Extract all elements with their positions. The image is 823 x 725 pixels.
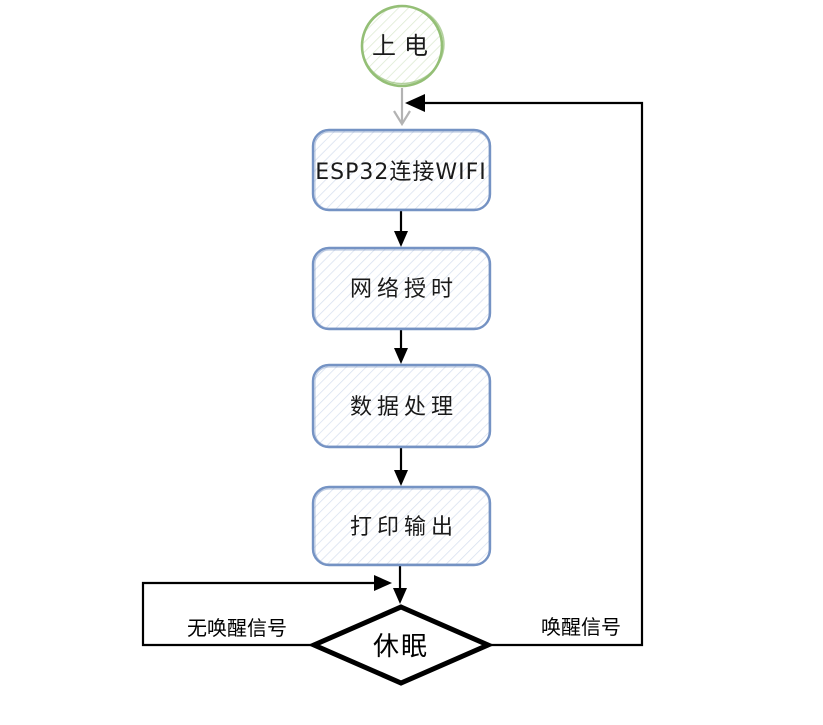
print-output-label: 打印输出: [350, 515, 458, 540]
network-time-label: 网络授时: [350, 277, 458, 302]
node-start: 上电: [360, 4, 445, 88]
node-network-time: 网络授时: [311, 246, 492, 331]
sleep-diamond-shape: [307, 604, 495, 686]
start-circle-sketch-stroke: [361, 5, 445, 85]
data-processing-label: 数据处理: [350, 395, 458, 420]
edge-label-wake: 唤醒信号: [541, 615, 621, 639]
node-data-processing: 数据处理: [311, 363, 492, 449]
edge-no-wake-loop: [141, 575, 392, 647]
arrow-start-to-wifi: [393, 88, 411, 127]
edge-label-no-wake: 无唤醒信号: [187, 616, 287, 640]
node-print-output: 打印输出: [311, 485, 492, 567]
node-sleep: 休眠: [307, 604, 495, 686]
sleep-label: 休眠: [373, 632, 429, 662]
start-label: 上电: [372, 32, 436, 60]
arrow-wifi-to-timesync: [394, 210, 408, 247]
node-connect-wifi: ESP32连接WIFI: [311, 128, 492, 212]
edge-wake-loop: [405, 94, 644, 647]
connect-wifi-label: ESP32连接WIFI: [315, 160, 487, 185]
arrow-print-to-sleep: [393, 565, 407, 604]
arrow-timesync-to-processing: [394, 329, 408, 364]
arrow-processing-to-print: [394, 447, 408, 486]
